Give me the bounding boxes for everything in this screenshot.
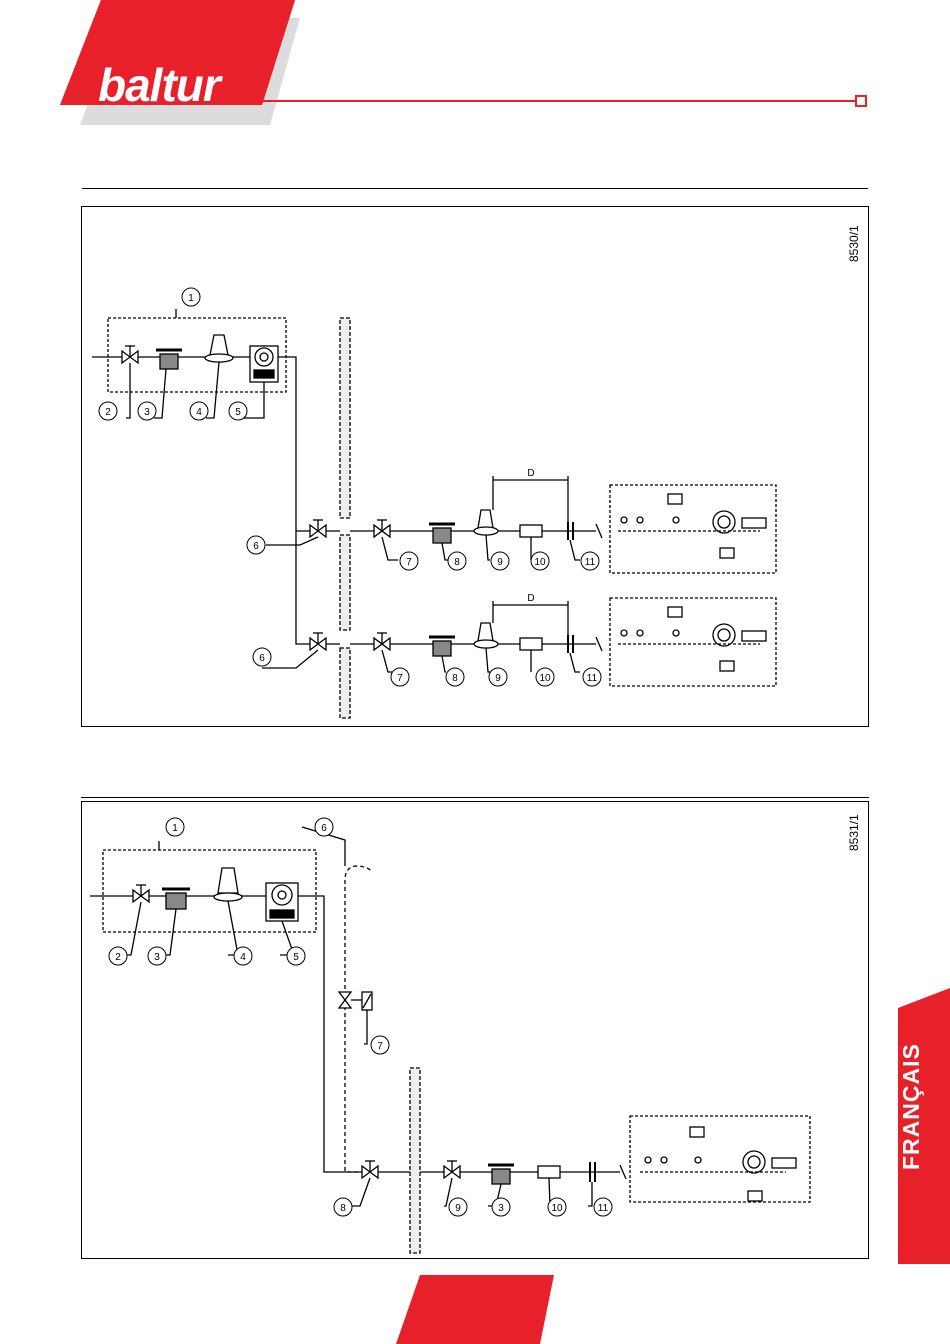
footer-red-band [396,1275,554,1344]
